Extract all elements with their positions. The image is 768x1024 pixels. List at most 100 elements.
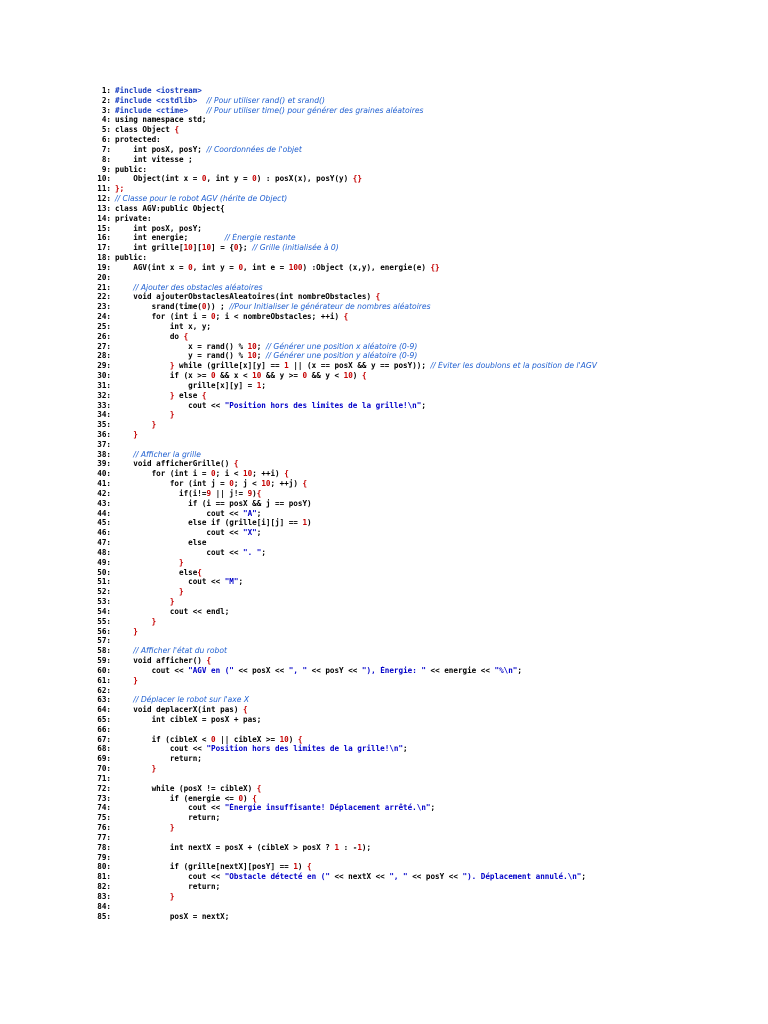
code-line: 79: — [91, 853, 751, 863]
code-token: "A" — [243, 508, 257, 518]
line-code — [115, 853, 751, 863]
code-line: 52: } — [91, 587, 751, 597]
code-line: 72: while (posX != cibleX) { — [91, 784, 751, 794]
code-line: 71: — [91, 774, 751, 784]
code-line: 74: cout << "Énergie insuffisante! Dépla… — [91, 803, 751, 813]
line-code: while (posX != cibleX) { — [115, 784, 751, 794]
code-token: ". " — [243, 547, 262, 557]
line-code: class AGV:public Object{ — [115, 204, 751, 214]
line-number: 82: — [97, 882, 111, 892]
line-number: 6: — [101, 135, 111, 145]
code-token: // Classe pour le robot AGV (hérite de O… — [115, 194, 288, 204]
line-number: 75: — [97, 813, 111, 823]
code-token: srand(time( — [115, 302, 202, 312]
code-token: } — [115, 675, 138, 685]
code-token: 1 — [302, 518, 308, 528]
code-line: 47: else — [91, 538, 751, 548]
code-token: ; — [261, 547, 266, 557]
code-token: } — [115, 626, 138, 636]
line-code: cout << "Position hors des limites de la… — [115, 744, 751, 754]
line-number: 65: — [97, 715, 111, 724]
code-token: {} — [430, 262, 440, 272]
line-number: 13: — [97, 203, 111, 213]
code-token: } — [115, 420, 157, 430]
code-line: 26: do { — [91, 332, 751, 342]
line-code: #include <iostream> — [115, 86, 751, 96]
code-line: 64: void deplacerX(int pas) { — [91, 705, 751, 715]
code-token: #include <cstdlib> — [115, 95, 198, 105]
line-code: cout << "Obstacle détecté en (" << nextX… — [115, 872, 751, 882]
line-number: 16: — [97, 233, 111, 243]
line-code: } — [115, 617, 751, 627]
code-token: int vitesse ; — [115, 154, 193, 164]
line-number: 33: — [97, 400, 111, 410]
line-number: 36: — [97, 429, 111, 439]
line-code: return; — [115, 813, 751, 823]
code-token: ; — [238, 577, 244, 587]
code-line: 34: } — [91, 410, 751, 420]
line-number: 77: — [97, 832, 111, 842]
line-code: return; — [115, 754, 751, 764]
code-token: { — [284, 469, 289, 479]
code-line: 1:#include <iostream> — [91, 86, 751, 96]
code-token: ) — [297, 862, 308, 872]
code-line: 23: srand(time(0)) ; //Pour Initialiser … — [91, 302, 751, 312]
code-token: for (int i = — [115, 312, 212, 322]
line-number: 81: — [97, 872, 111, 882]
code-token: 1 — [357, 842, 362, 852]
line-number: 57: — [97, 636, 111, 646]
code-token: ][ — [192, 243, 202, 253]
line-number: 64: — [97, 705, 111, 715]
code-token: 10 — [247, 351, 257, 361]
line-number: 17: — [97, 243, 111, 253]
line-number: 29: — [97, 361, 111, 371]
line-code: if (i == posX && j == posY) — [115, 499, 751, 509]
code-line: 83: } — [91, 892, 751, 902]
code-line: 81: cout << "Obstacle détecté en (" << n… — [91, 872, 751, 882]
code-line: 2:#include <cstdlib> // Pour utiliser ra… — [91, 96, 751, 106]
code-token: { — [375, 292, 381, 302]
code-token: Object(int x = — [115, 174, 202, 184]
line-number: 52: — [97, 587, 111, 597]
line-code — [115, 686, 751, 696]
line-code: #include <cstdlib> // Pour utiliser rand… — [115, 96, 751, 106]
code-token: << posY << — [307, 665, 362, 675]
line-number: 66: — [97, 724, 111, 734]
code-line: 37: — [91, 440, 751, 450]
code-token: || (x == posX && y == posY)); — [288, 361, 431, 371]
code-line: 58: // Afficher l'état du robot — [91, 646, 751, 656]
line-code: void afficherGrille() { — [115, 459, 751, 469]
line-number: 37: — [97, 439, 111, 449]
code-line: 32: } else { — [91, 391, 751, 401]
code-line: 7: int posX, posY; // Coordonnées de l'o… — [91, 145, 751, 155]
code-token: "). Déplacement annulé.\n" — [462, 872, 582, 882]
code-token: cout << — [115, 577, 225, 587]
code-token: } — [115, 390, 180, 400]
line-number: 85: — [97, 911, 111, 921]
code-line: 11:}; — [91, 184, 751, 194]
code-line: 62: — [91, 686, 751, 696]
code-token: ] = { — [211, 243, 234, 253]
line-code: if (energie <= 0) { — [115, 794, 751, 804]
line-code: cout << "A"; — [115, 509, 751, 519]
line-code: } — [115, 823, 751, 833]
code-token: 100 — [288, 262, 303, 272]
line-number: 11: — [97, 184, 111, 194]
code-token: cout << — [115, 744, 207, 754]
code-token: { — [256, 488, 262, 498]
code-line: 10: Object(int x = 0, int y = 0) : posX(… — [91, 174, 751, 184]
code-token: { — [206, 656, 212, 666]
line-code: }; — [115, 184, 751, 194]
code-line: 35: } — [91, 420, 751, 430]
line-code: } — [115, 587, 751, 597]
line-code: Object(int x = 0, int y = 0) : posX(x), … — [115, 174, 751, 184]
line-code: // Déplacer le robot sur l'axe X — [115, 695, 751, 705]
line-number: 54: — [97, 606, 111, 616]
code-token: class AGV:public Object{ — [115, 203, 225, 213]
code-token: return; — [115, 813, 221, 823]
line-number: 32: — [97, 390, 111, 400]
line-code: cout << "Position hors des limites de la… — [115, 401, 751, 411]
code-token: } — [115, 891, 175, 901]
line-code: return; — [115, 882, 751, 892]
code-token: { — [252, 793, 257, 803]
